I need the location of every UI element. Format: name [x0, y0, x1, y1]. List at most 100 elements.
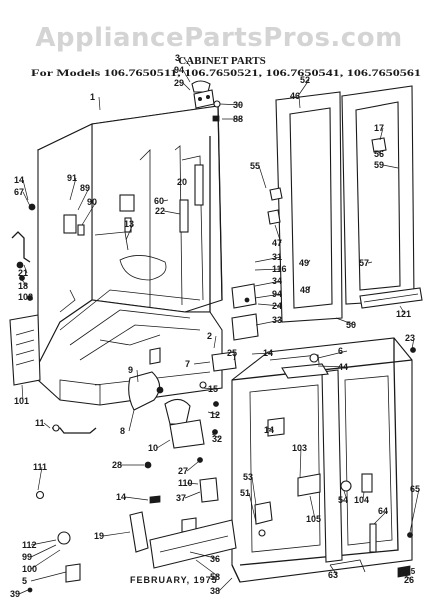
callout-leader	[163, 210, 181, 215]
callout-number: 7	[185, 359, 190, 369]
callout-leader	[379, 127, 384, 141]
callout-leader	[195, 559, 220, 578]
callout-number: 21	[18, 268, 28, 278]
callout-leader	[382, 164, 399, 169]
callout-number: 33	[272, 315, 282, 325]
callout-number: 14	[263, 348, 273, 358]
callout-number: 55	[250, 161, 260, 171]
cabinet-liner	[231, 337, 416, 583]
callout-leader	[81, 201, 97, 226]
callout-number: 36	[210, 554, 220, 564]
callout-number: 5	[22, 576, 27, 586]
callout-number: 49	[299, 258, 309, 268]
callout-number: 53	[243, 472, 253, 482]
callout-leader	[274, 224, 282, 244]
callout-leader	[255, 319, 282, 326]
callout-leader	[377, 151, 384, 155]
callout-leader	[403, 574, 414, 581]
callout-number: 38	[210, 586, 220, 596]
callout-number: 34	[272, 276, 282, 286]
callout-number: 23	[405, 333, 415, 343]
callout-number: 14	[14, 175, 24, 185]
callout-number: 20	[177, 177, 187, 187]
callout-leader	[254, 280, 282, 287]
footer-date: FEBRUARY, 1975	[130, 575, 218, 585]
callout-number: 14	[116, 492, 126, 502]
callout-leader	[309, 495, 316, 520]
callout-leader	[18, 589, 29, 595]
callout-leader	[186, 461, 199, 472]
callout-number: 39	[10, 589, 20, 599]
callout-leader	[69, 177, 77, 201]
callout-leader	[307, 259, 311, 264]
callout-leader	[362, 491, 365, 501]
callout-leader	[26, 296, 29, 299]
callout-number: 14	[264, 425, 274, 435]
callout-leader	[411, 337, 415, 350]
callout-leader	[30, 549, 61, 570]
door-gaskets	[267, 85, 423, 323]
callout-leader	[251, 352, 273, 355]
diagram-title: CABINET PARTS	[178, 55, 266, 67]
callout-leader	[156, 439, 171, 449]
callout-number: 13	[124, 219, 134, 229]
callout-number: 51	[240, 488, 250, 498]
callout-leader	[207, 411, 220, 416]
callout-number: 26	[404, 575, 414, 585]
callout-number: 28	[112, 460, 122, 470]
callout-leader	[298, 95, 301, 109]
callout-number: 19	[94, 531, 104, 541]
callout-number: 101	[14, 396, 29, 406]
callout-leader	[21, 384, 24, 402]
callout-number: 103	[292, 443, 307, 453]
callout-number: 56	[374, 149, 384, 159]
callout-leader	[317, 350, 348, 359]
callout-number: 59	[374, 160, 384, 170]
callout-number: 17	[374, 123, 384, 133]
callout-leader	[409, 488, 420, 533]
callout-leader	[193, 361, 211, 365]
callout-number: 18	[18, 281, 28, 291]
callout-leader	[30, 539, 57, 546]
callout-number: 2	[207, 331, 212, 341]
callout-number: 111	[33, 462, 47, 472]
callout-leader	[218, 577, 233, 592]
callout-number: 1	[90, 92, 95, 102]
callout-number: 10	[148, 443, 158, 453]
callout-number: 65	[410, 484, 420, 494]
callout-leader	[254, 268, 282, 271]
callout-number: 94	[272, 289, 282, 299]
callout-labels: 3942913088524617565955146791899020602213…	[10, 53, 420, 599]
callout-number: 54	[338, 495, 348, 505]
callout-number: 100	[22, 564, 37, 574]
callout-number: 47	[272, 238, 282, 248]
callout-number: 22	[155, 206, 165, 216]
callout-number: 90	[87, 197, 97, 207]
callout-leader	[22, 179, 29, 201]
callout-number: 104	[354, 495, 369, 505]
callout-leader	[22, 191, 31, 207]
callout-leader	[136, 369, 139, 383]
callout-number: 94	[174, 65, 184, 75]
callout-number: 25	[227, 348, 237, 358]
callout-number: 116	[272, 264, 287, 274]
callout-leader	[257, 303, 282, 307]
callout-number: 50	[346, 320, 356, 330]
models-line: For Models 106.7650511, 106.7650521, 106…	[31, 68, 422, 78]
callout-number: 24	[272, 301, 282, 311]
callout-leader	[182, 82, 191, 91]
callout-leader	[373, 510, 388, 525]
callout-leader	[183, 57, 191, 67]
callout-leader	[399, 305, 406, 315]
callout-number: 46	[290, 91, 300, 101]
callout-leader	[308, 285, 311, 291]
callout-leader	[182, 69, 191, 83]
callout-number: 91	[67, 173, 77, 183]
callout-leader	[201, 387, 218, 390]
watermark: AppliancePartsPros.com	[35, 23, 402, 53]
callout-number: 3	[175, 53, 180, 63]
callout-number: 52	[300, 75, 310, 85]
callout-leader	[297, 79, 310, 97]
